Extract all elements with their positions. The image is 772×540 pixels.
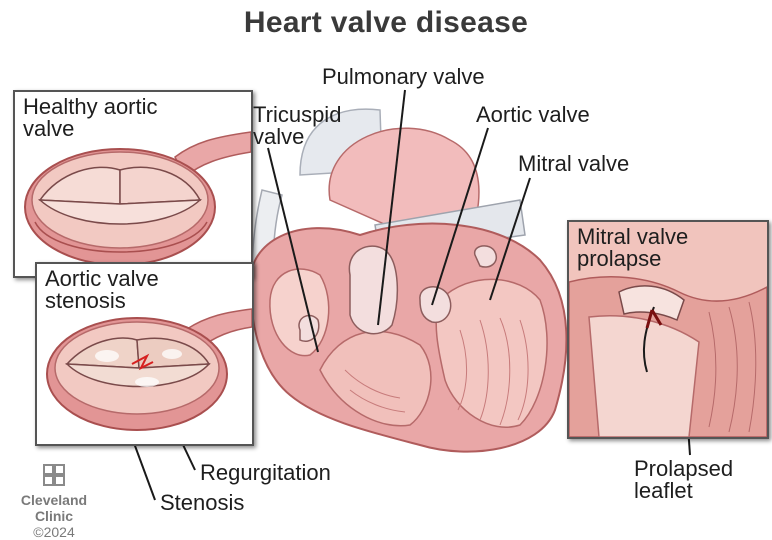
label-stenosis: Stenosis	[160, 492, 244, 514]
inset-healthy-title: Healthy aortic valve	[23, 96, 158, 140]
inset-healthy-aortic-valve: Healthy aortic valve	[13, 90, 253, 278]
label-mitral-valve: Mitral valve	[518, 153, 629, 175]
inset-mitral-valve-prolapse: Mitral valve prolapse	[567, 220, 769, 439]
label-pulmonary-valve: Pulmonary valve	[322, 66, 485, 88]
label-regurgitation: Regurgitation	[200, 462, 331, 484]
label-aortic-valve: Aortic valve	[476, 104, 590, 126]
cleveland-clinic-mark-icon	[43, 464, 65, 486]
inset-stenosis-title: Aortic valve stenosis	[45, 268, 159, 312]
pulmonary-valve-shape	[349, 246, 397, 334]
inset-prolapse-title: Mitral valve prolapse	[577, 226, 688, 270]
label-prolapsed-leaflet: Prolapsed leaflet	[634, 458, 733, 502]
inset-aortic-valve-stenosis: Aortic valve stenosis	[35, 262, 254, 446]
logo-line2: Clinic	[8, 508, 100, 524]
logo-line1: Cleveland	[8, 492, 100, 508]
logo-year: ©2024	[8, 524, 100, 540]
cleveland-clinic-logo: Cleveland Clinic ©2024	[8, 464, 100, 540]
label-tricuspid-valve: Tricuspid valve	[253, 104, 341, 148]
